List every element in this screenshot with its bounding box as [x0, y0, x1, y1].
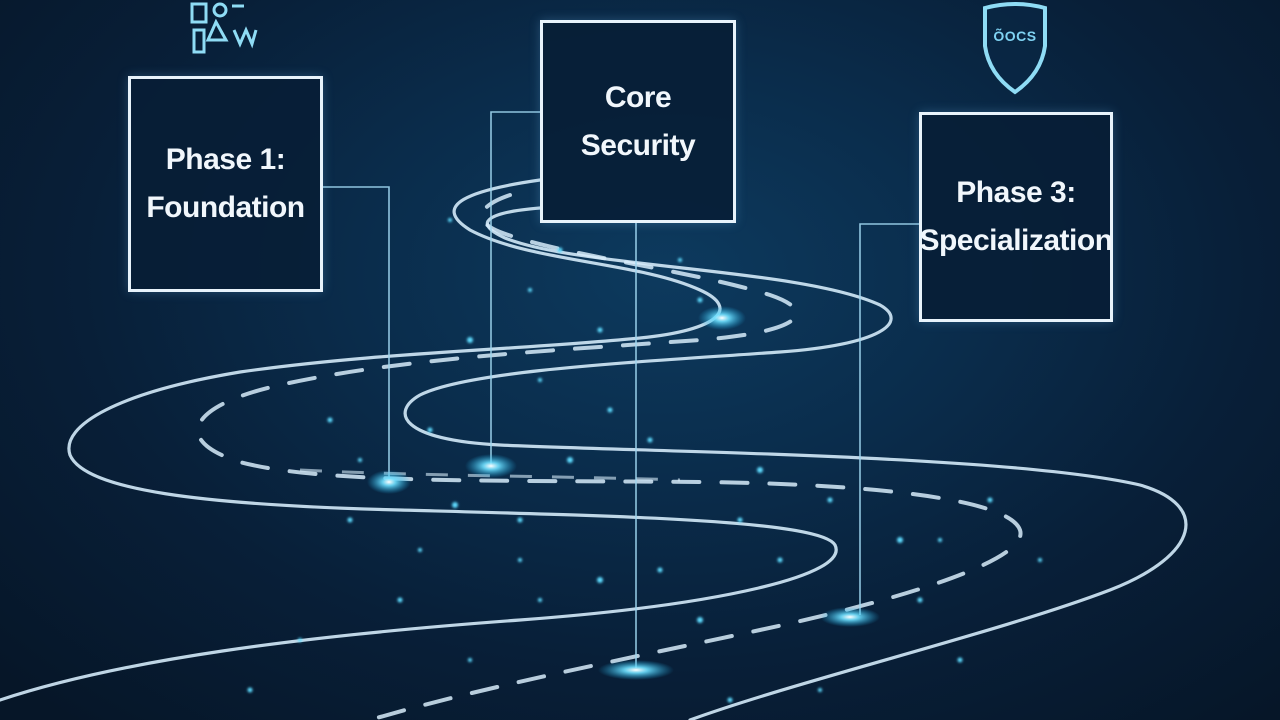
core-security-label: Core Security [580, 80, 696, 162]
particle-dot [452, 502, 458, 508]
particle-dot [298, 638, 302, 642]
road-edge-inner [403, 206, 1188, 720]
particle-dot [397, 597, 403, 603]
glow-node [367, 470, 411, 494]
particle-dot [757, 467, 763, 473]
phase-1-label: Phase 1: Foundation [146, 143, 305, 224]
particle-dot [917, 597, 923, 603]
people-icon [190, 2, 258, 54]
particle-dot [607, 407, 613, 413]
glow-node [465, 454, 517, 478]
particle-dot [448, 218, 452, 222]
phase-1-box: Phase 1: Foundation [128, 76, 323, 292]
particle-dot [678, 258, 682, 262]
shield-badge-text: ÕOCS [993, 28, 1037, 44]
particle-dot [897, 537, 903, 543]
particle-dot [697, 617, 703, 623]
particle-dot [567, 457, 573, 463]
particle-dot [557, 247, 563, 253]
particle-dot [528, 288, 532, 292]
particle-dot [347, 517, 353, 523]
connector-phase3 [859, 223, 919, 615]
particle-dot [597, 327, 603, 333]
particle-dot [827, 497, 833, 503]
particle-dot [818, 688, 822, 692]
particle-dot [418, 548, 422, 552]
core-security-box: Core Security [540, 20, 736, 223]
connector-lines [323, 111, 919, 668]
particle-dot [647, 437, 653, 443]
particle-dot [427, 427, 433, 433]
particle-dot [697, 297, 703, 303]
phase-3-box: Phase 3: Specialization [919, 112, 1113, 322]
particle-dot [938, 538, 942, 542]
road-lane-line [299, 468, 681, 482]
connector-core-left [490, 111, 540, 465]
particle-dot [518, 558, 522, 562]
particle-dot [247, 687, 253, 693]
particle-dot [1038, 558, 1042, 562]
glow-node [698, 306, 746, 330]
particle-dot [538, 598, 542, 602]
particle-dot [327, 417, 333, 423]
particle-dot [358, 458, 362, 462]
particle-dot [777, 557, 783, 563]
particle-dot [517, 517, 523, 523]
particle-dot [597, 577, 603, 583]
particle-dot [467, 337, 473, 343]
particles [247, 218, 1042, 703]
road-edge-outer [0, 178, 838, 702]
glow-node [598, 660, 674, 680]
particle-dot [538, 378, 542, 382]
shield-icon [983, 2, 1047, 95]
phase-3-label: Phase 3: Specialization [919, 176, 1113, 257]
particle-dot [987, 497, 993, 503]
particle-dot [727, 697, 733, 703]
particle-dot [737, 517, 743, 523]
particle-dot [957, 657, 963, 663]
glow-nodes [367, 306, 880, 680]
particle-dot [657, 567, 663, 573]
particle-dot [468, 658, 472, 662]
glow-node [820, 607, 880, 627]
connector-phase1 [323, 186, 390, 480]
